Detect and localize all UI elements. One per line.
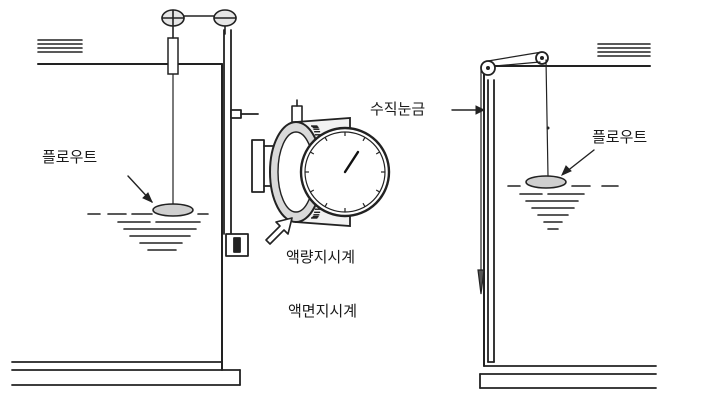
left-tank	[11, 9, 259, 386]
right-wire-mark	[546, 126, 550, 130]
gauge-needle	[343, 150, 360, 174]
right-tank	[477, 43, 657, 389]
volume-indicator-label: 액량지시계	[286, 248, 355, 266]
right-wires	[480, 51, 549, 291]
level-indicator-label: 액면지시계	[288, 302, 357, 320]
left-pulley-2	[213, 9, 237, 35]
gauge-mount-plate	[251, 139, 281, 193]
float-left-arrow	[127, 175, 153, 203]
left-vertical-pipe	[223, 29, 232, 235]
left-top-hatch	[37, 39, 83, 53]
float-left-label: 플로우트	[42, 148, 97, 166]
left-tank-floor	[11, 361, 241, 386]
gauge-assembly	[251, 99, 391, 227]
left-guide-tube	[167, 37, 179, 75]
vertical-scale-label: 수직눈금	[370, 100, 425, 118]
dial-tick	[324, 202, 328, 207]
right-liquid-surface	[507, 185, 619, 230]
dial-tick	[362, 137, 366, 142]
float-right-arrow	[561, 149, 595, 176]
vertical-scale-arrow	[451, 105, 486, 115]
right-pointer-weight	[477, 269, 485, 295]
right-pulley-left	[480, 60, 496, 76]
left-pulley-1	[161, 9, 185, 39]
dial-tick	[310, 189, 315, 193]
volume-indicator-arrow	[265, 217, 293, 245]
left-float	[152, 203, 194, 217]
dial-tick	[375, 151, 380, 155]
dial-tick	[324, 137, 328, 142]
float-right-label: 플로우트	[592, 128, 647, 146]
left-counterweight-box	[225, 233, 249, 257]
gauge-top-stem	[291, 99, 303, 123]
dial-tick	[375, 189, 380, 193]
right-tank-floor	[479, 365, 657, 389]
left-bracket	[230, 109, 259, 119]
right-top-hatch	[597, 43, 651, 57]
left-liquid-surface	[87, 213, 209, 251]
gauge-dial	[299, 126, 391, 218]
right-float	[525, 175, 567, 189]
dial-tick	[310, 151, 315, 155]
dial-tick	[362, 202, 366, 207]
vertical-scale	[487, 79, 495, 363]
